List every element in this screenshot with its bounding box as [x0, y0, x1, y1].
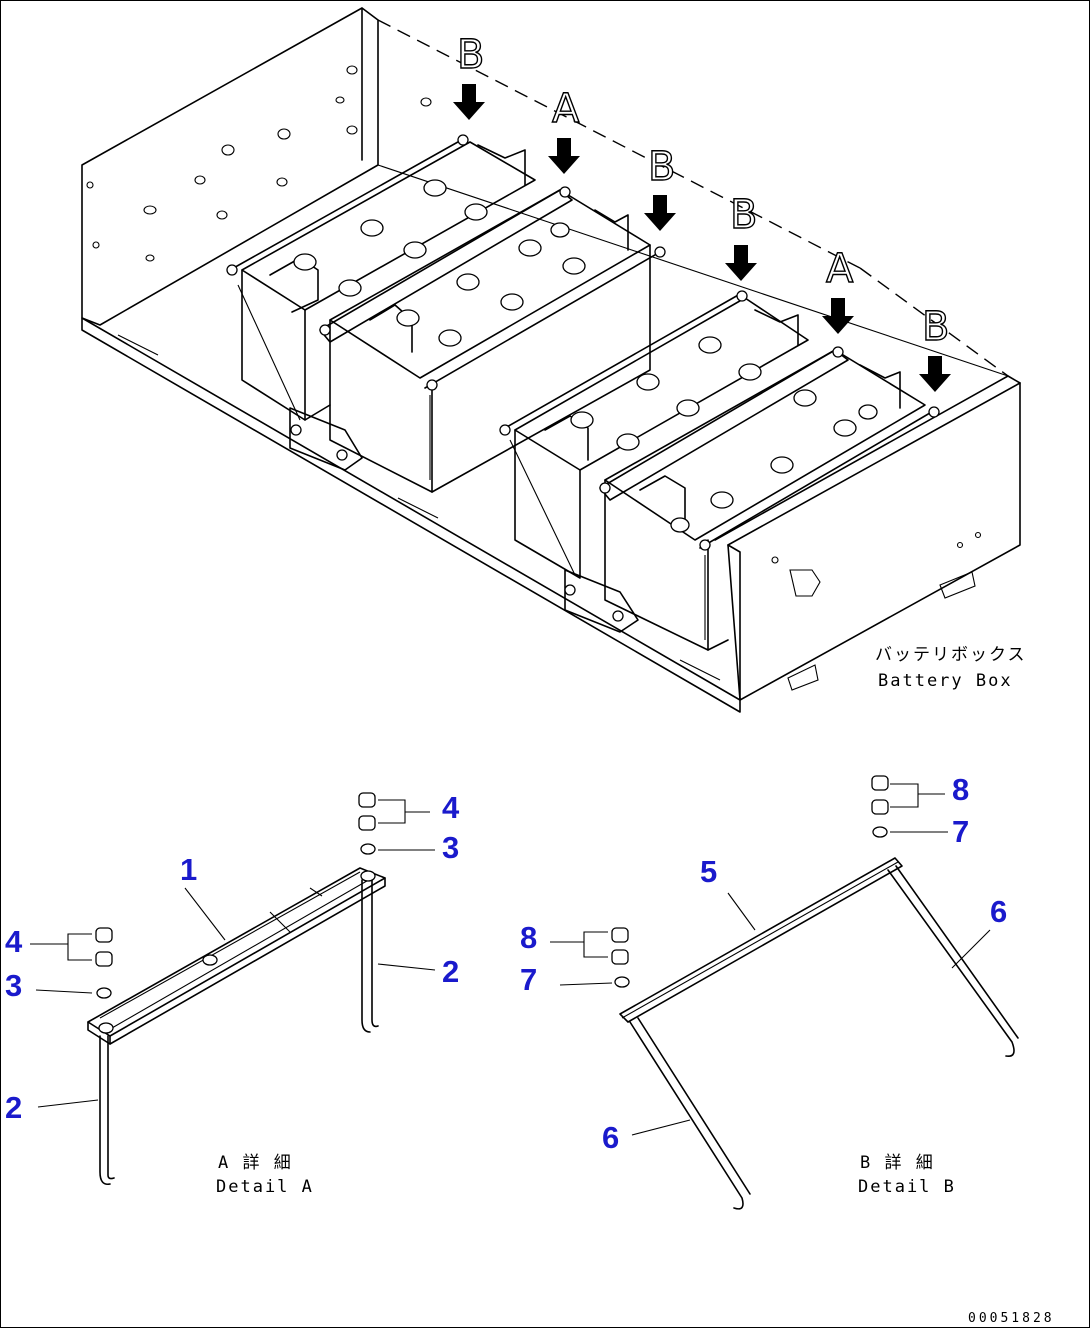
arrow-a2: [822, 298, 854, 334]
part-number-5: 5: [700, 854, 717, 889]
detail-b-label-jp: B 詳 細: [860, 1153, 935, 1173]
part-number-2-top: 2: [442, 954, 459, 989]
part-number-8-left: 8: [520, 920, 537, 955]
arrow-b1: [453, 84, 485, 120]
arrow-a1: [548, 138, 580, 174]
arrow-b3: [725, 245, 757, 281]
view-letter-a1: A: [552, 86, 580, 132]
part-number-3-right: 3: [442, 830, 459, 865]
drawing-code: 00051828: [968, 1311, 1055, 1326]
part-number-7-left: 7: [520, 962, 537, 997]
detail-b-label-en: Detail B: [858, 1177, 956, 1197]
view-letter-a2: A: [826, 246, 854, 292]
box-label-en: Battery Box: [878, 671, 1013, 691]
view-letter-b2: B: [648, 144, 675, 190]
part-number-6-right: 6: [990, 894, 1007, 929]
box-label-jp: バッテリボックス: [875, 645, 1027, 665]
part-number-4-right: 4: [442, 790, 460, 825]
detail-a-assembly: [87, 792, 386, 1186]
arrow-b2: [644, 195, 676, 231]
part-number-1: 1: [180, 852, 197, 887]
battery-box: [81, 7, 1021, 713]
part-number-8-right: 8: [952, 772, 969, 807]
detail-b-leaders: [550, 783, 991, 1136]
part-number-4-left: 4: [5, 924, 23, 959]
detail-a-leaders: [30, 799, 436, 1108]
part-number-2-left: 2: [5, 1090, 22, 1125]
batteries: [226, 134, 940, 651]
detail-a-label-en: Detail A: [216, 1177, 314, 1197]
part-number-7-right: 7: [952, 814, 969, 849]
arrow-b4: [919, 356, 951, 392]
part-number-3-left: 3: [5, 968, 22, 1003]
detail-a-label-jp: A 詳 細: [218, 1153, 293, 1173]
view-letter-b1: B: [457, 32, 484, 78]
view-letter-b4: B: [922, 304, 949, 350]
view-letter-b3: B: [730, 192, 757, 238]
view-arrows: B A B B A B: [453, 31, 951, 392]
part-number-6-left: 6: [602, 1120, 619, 1155]
detail-b-assembly: [611, 775, 1019, 1210]
